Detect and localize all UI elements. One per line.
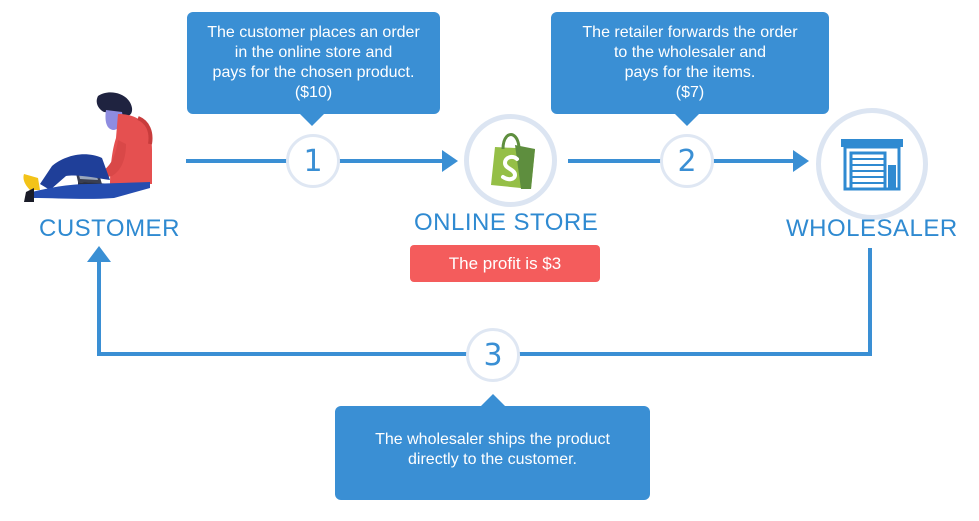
person-with-laptop-icon — [23, 92, 153, 202]
step-1-line: pays for the chosen product. — [212, 64, 415, 81]
step-3-number: 3 — [466, 328, 520, 382]
wholesaler-label: WHOLESALER — [786, 215, 958, 242]
wholesaler-icon-circle — [816, 108, 928, 220]
store-label: ONLINE STORE — [414, 209, 599, 236]
profit-badge: The profit is $3 — [410, 245, 600, 282]
step-1-line: in the online store and — [234, 44, 393, 61]
step-1-amount: ($10) — [294, 84, 333, 101]
arrowhead-store — [442, 150, 458, 172]
customer-label: CUSTOMER — [39, 215, 180, 242]
step-1-bubble: The customer places an order in the onli… — [187, 12, 440, 126]
step-3-bubble: The wholesaler ships the product directl… — [335, 394, 650, 500]
step-2-line: The retailer forwards the order — [582, 24, 798, 41]
step-2-number: 2 — [660, 134, 714, 188]
step-2-amount: ($7) — [675, 84, 705, 101]
step-1-line: The customer places an order — [207, 24, 420, 41]
arrowhead-customer — [87, 246, 111, 262]
bubble-tail — [300, 114, 324, 126]
shopping-bag-icon — [491, 133, 535, 189]
step-1-number: 1 — [286, 134, 340, 188]
bubble-tail — [675, 114, 699, 126]
store-icon-circle — [464, 114, 557, 207]
step-2-line: pays for the items. — [624, 64, 756, 81]
step-2-bubble: The retailer forwards the order to the w… — [551, 12, 829, 126]
step-3-line: The wholesaler ships the product — [375, 431, 610, 448]
bubble-tail — [481, 394, 505, 406]
step-2-line: to the wholesaler and — [613, 44, 767, 61]
arrowhead-wholesaler — [793, 150, 809, 172]
step-3-line: directly to the customer. — [408, 451, 577, 468]
warehouse-icon — [841, 139, 903, 191]
